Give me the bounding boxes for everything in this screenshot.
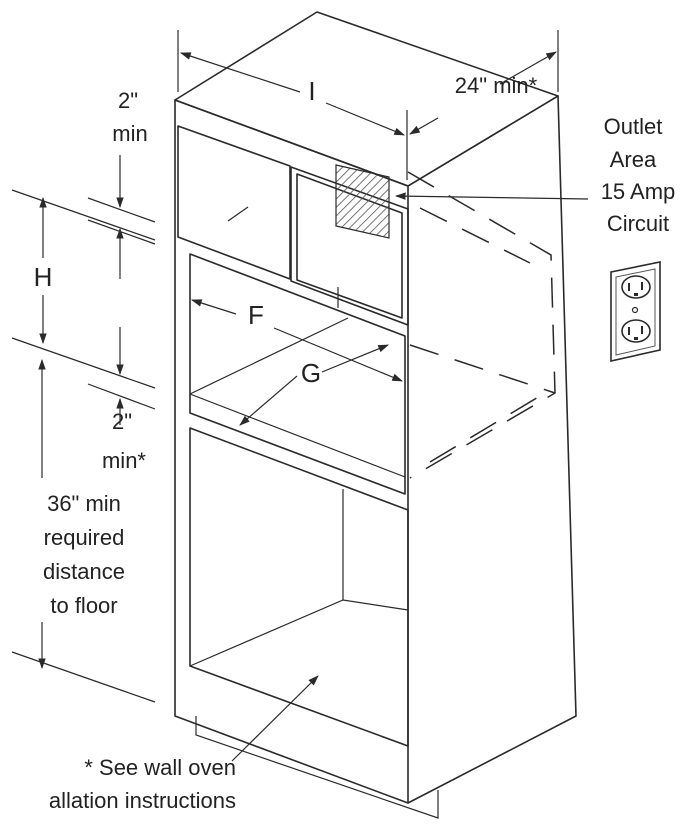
oven-opening (189, 253, 406, 495)
label-floor-line-2: required (44, 525, 125, 550)
label-outlet-line-3: 15 Amp (601, 179, 676, 204)
footnote-pointer (231, 675, 319, 762)
outlet-area-hatch (336, 165, 389, 238)
label-floor-line-1: 36" min (47, 491, 121, 516)
dimension-bottom-clearance (87, 327, 156, 425)
outlet-icon (610, 261, 661, 362)
lower-opening (189, 427, 409, 747)
label-g: G (301, 358, 321, 388)
label-outlet-line-2: Area (610, 147, 657, 172)
label-i: I (308, 76, 315, 106)
cabinet (174, 11, 577, 819)
oven-dashed-outline (407, 171, 556, 479)
label-f: F (248, 300, 264, 330)
dimension-g (239, 344, 389, 426)
label-h: H (34, 262, 53, 292)
footnote-line-2: allation instructions (49, 788, 236, 813)
upper-left-opening (177, 125, 291, 280)
cabinet-plinth (195, 716, 439, 819)
dimension-f (190, 299, 403, 382)
label-bottom-clearance-unit: min* (102, 448, 146, 473)
label-top-clearance: 2" (118, 88, 138, 113)
dimension-depth (409, 30, 559, 135)
label-depth: 24" min* (455, 73, 538, 98)
outlet-pointer (394, 192, 589, 200)
label-top-clearance-unit: min (112, 121, 147, 146)
footnote-line-1: * See wall oven (84, 755, 236, 780)
label-floor-line-4: to floor (50, 593, 117, 618)
dimension-h (11, 189, 156, 389)
dimension-i (177, 30, 408, 180)
dimension-floor (11, 358, 156, 703)
label-floor-line-3: distance (43, 559, 125, 584)
label-outlet-line-4: Circuit (607, 211, 669, 236)
label-bottom-clearance: 2" (112, 409, 132, 434)
label-outlet-line-1: Outlet (604, 114, 663, 139)
cabinet-side (407, 95, 577, 804)
dimension-top-clearance (87, 155, 156, 279)
cabinet-top (174, 11, 559, 187)
